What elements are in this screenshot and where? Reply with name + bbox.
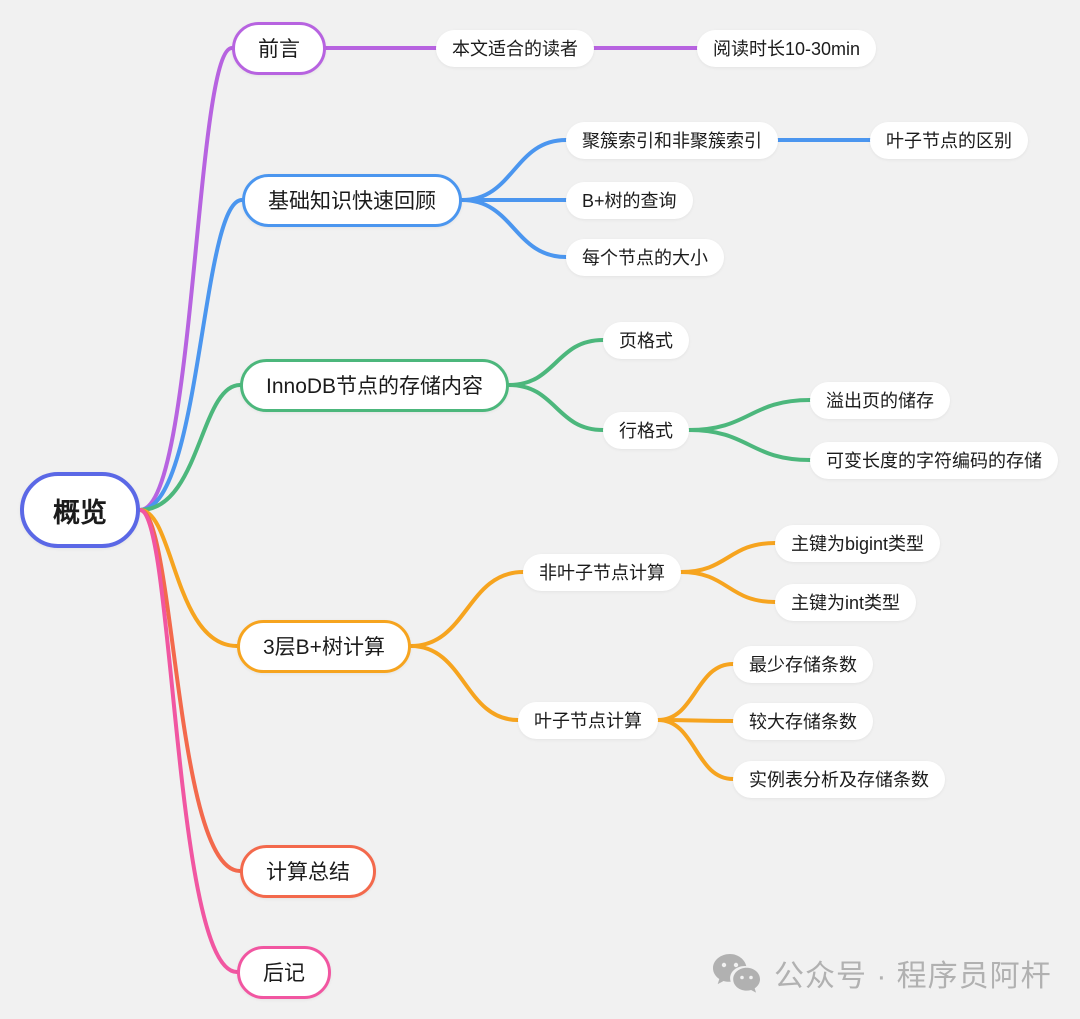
node-example-rows[interactable]: 实例表分析及存储条数 [733,760,945,798]
node-overflow-page[interactable]: 溢出页的储存 [810,381,950,419]
edge-basics-node-size [460,198,568,259]
node-non-leaf-calc[interactable]: 非叶子节点计算 [523,553,681,591]
node-pk-int[interactable]: 主键为int类型 [775,583,917,621]
edge-non-leaf-calc-pk-bigint [679,541,777,574]
node-row-format[interactable]: 行格式 [603,411,689,449]
edge-overview-btree-calc [138,508,239,648]
node-btree-query[interactable]: B+树的查询 [566,181,693,219]
watermark: 公众号 · 程序员阿杆 [712,950,1052,996]
node-pk-bigint[interactable]: 主键为bigint类型 [775,524,941,562]
node-leaf-diff[interactable]: 叶子节点的区别 [870,121,1028,159]
edge-overview-preface [138,46,234,512]
edge-overview-innodb [138,383,242,512]
node-postscript[interactable]: 后记 [237,945,331,999]
node-varchar-encoding[interactable]: 可变长度的字符编码的存储 [810,441,1058,479]
node-node-size[interactable]: 每个节点的大小 [566,238,724,276]
node-large-rows[interactable]: 较大存储条数 [733,702,873,740]
edge-btree-calc-non-leaf-calc [409,570,525,648]
node-innodb[interactable]: InnoDB节点的存储内容 [240,358,510,412]
edge-non-leaf-calc-pk-int [679,570,777,604]
edge-row-format-varchar-encoding [687,428,812,462]
node-calc-summary[interactable]: 计算总结 [240,844,376,898]
edge-overview-calc-summary [138,508,242,873]
edge-btree-calc-leaf-calc [409,644,520,722]
node-leaf-calc[interactable]: 叶子节点计算 [518,701,658,739]
node-readers[interactable]: 本文适合的读者 [436,29,594,67]
watermark-text: 公众号 · 程序员阿杆 [774,960,1052,993]
node-overview[interactable]: 概览 [20,472,140,548]
edge-leaf-calc-example-rows [656,718,735,781]
node-min-rows[interactable]: 最少存储条数 [733,645,873,683]
edge-innodb-row-format [507,383,605,432]
node-page-format[interactable]: 页格式 [603,321,689,359]
edge-innodb-page-format [507,338,605,387]
edge-overview-postscript [138,508,239,974]
node-cluster-index[interactable]: 聚簇索引和非聚簇索引 [566,121,778,159]
edge-leaf-calc-min-rows [656,662,735,722]
edge-overview-basics [138,198,244,512]
node-preface[interactable]: 前言 [232,21,326,75]
edge-basics-cluster-index [460,138,568,202]
node-btree-calc[interactable]: 3层B+树计算 [237,619,411,673]
node-reading-time[interactable]: 阅读时长10-30min [697,29,877,67]
wechat-icon [713,954,760,993]
edge-row-format-overflow-page [687,398,812,432]
node-basics[interactable]: 基础知识快速回顾 [242,173,462,227]
